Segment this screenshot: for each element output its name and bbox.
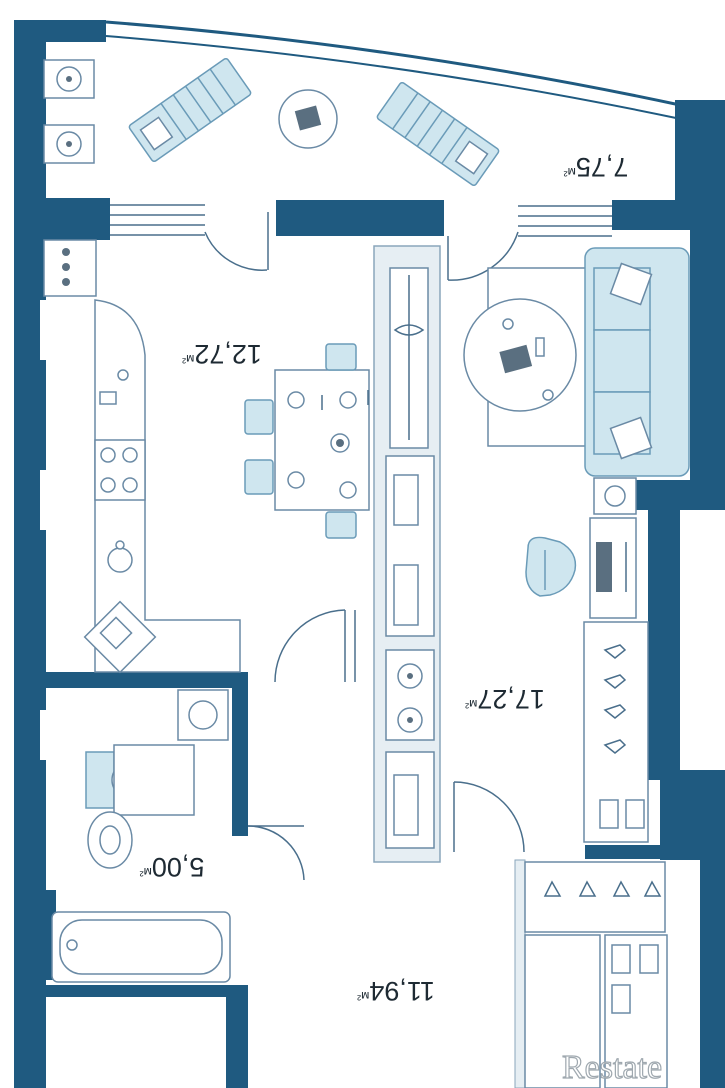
area-labels: 7,75м² 12,72м² 17,27м² 5,00м² 11,94м²	[140, 152, 629, 1006]
restate-watermark: Restate	[562, 1049, 662, 1086]
balcony-area-label: 7,75м²	[564, 152, 629, 182]
divider-storage	[385, 267, 435, 849]
office-chair-icon	[525, 536, 577, 597]
hallway-area-label: 11,94м²	[357, 976, 435, 1006]
sink-icon	[83, 600, 157, 674]
hanger-icon	[543, 880, 662, 897]
bathroom	[51, 689, 305, 983]
hallway-wardrobe	[524, 861, 668, 1088]
sun-lounger-icon	[376, 81, 500, 187]
stove-icon	[94, 439, 146, 501]
kitchen-area-label: 12,72м²	[182, 339, 262, 369]
washbasin-icon	[87, 811, 133, 869]
dining-chair-icon	[244, 343, 357, 539]
desk-monitor-icon	[589, 517, 637, 619]
hanger-icon	[603, 644, 627, 754]
fan-icon	[593, 477, 637, 515]
fan-icon	[43, 59, 95, 164]
sun-lounger-icon	[128, 57, 252, 163]
bathtub-icon	[51, 911, 231, 983]
balcony-door-left	[110, 204, 269, 271]
balcony	[43, 57, 612, 281]
bathroom-area-label: 5,00м²	[140, 852, 205, 882]
sofa-icon	[584, 247, 690, 477]
round-table-icon	[278, 89, 338, 149]
dining-table	[244, 343, 370, 539]
kitchen	[43, 239, 370, 683]
round-table-icon	[463, 298, 577, 412]
living-area-label: 17,27м²	[465, 684, 545, 714]
living-room	[453, 247, 690, 853]
wardrobe	[583, 621, 649, 843]
fan-icon	[385, 649, 435, 741]
